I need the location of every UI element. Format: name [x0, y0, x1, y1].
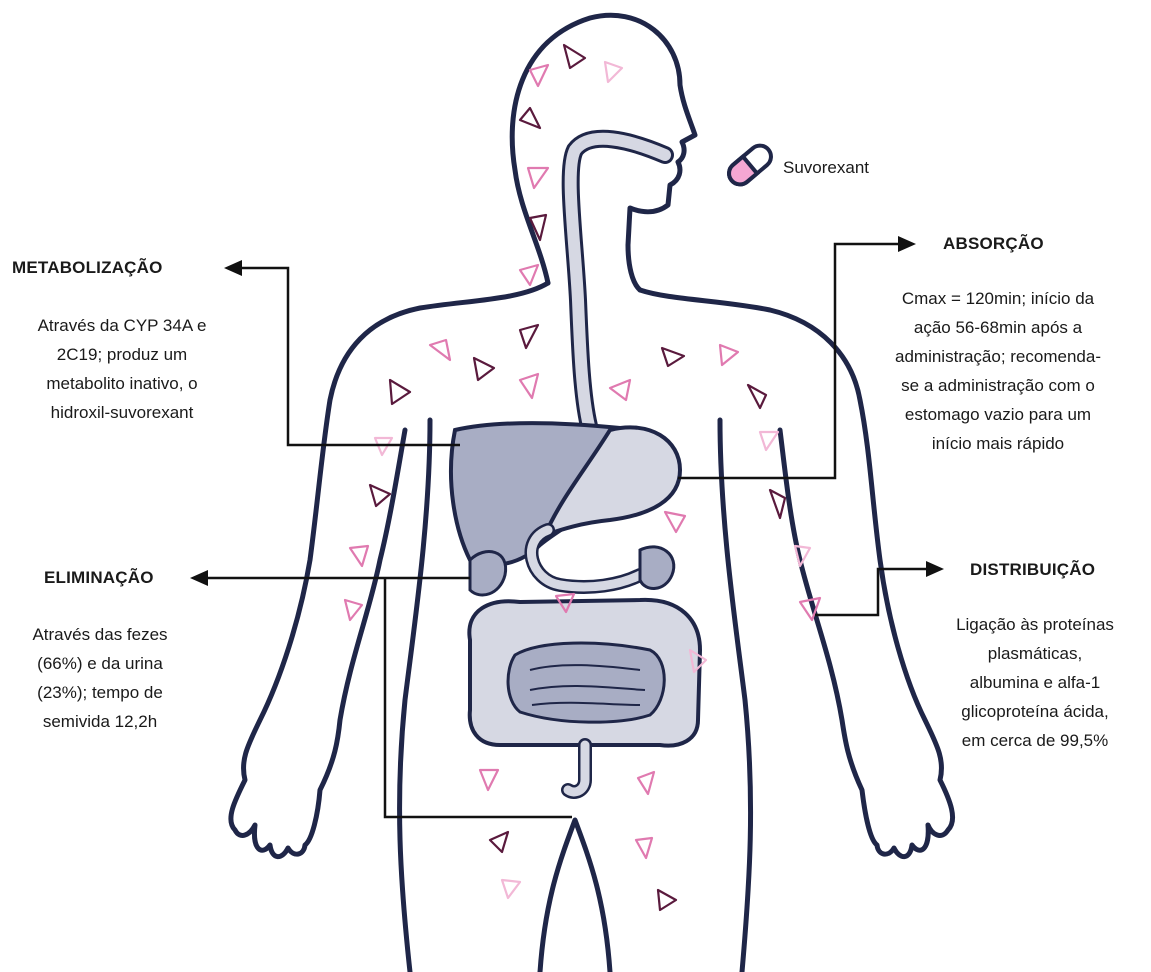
absorption-line: início mais rápido	[848, 429, 1148, 458]
absorption-line: Cmax = 120min; início da	[848, 284, 1148, 313]
arrow-left-elimination	[190, 570, 208, 586]
absorption-description: Cmax = 120min; início da ação 56-68min a…	[848, 284, 1148, 458]
absorption-line: ação 56-68min após a	[848, 313, 1148, 342]
arrow-right-distribution	[926, 561, 944, 577]
absorption-line: estomago vazio para um	[848, 400, 1148, 429]
absorption-title: ABSORÇÃO	[943, 234, 1044, 254]
arrow-right-absorption	[898, 236, 916, 252]
drug-name-label: Suvorexant	[783, 158, 869, 178]
metabolism-line: hidroxil-suvorexant	[0, 398, 244, 427]
metabolism-line: Através da CYP 34A e	[0, 311, 244, 340]
small-intestine	[508, 643, 664, 722]
elimination-line: (23%); tempo de	[0, 678, 200, 707]
distribution-line: em cerca de 99,5%	[920, 726, 1150, 755]
metabolism-line: 2C19; produz um	[0, 340, 244, 369]
distribution-title: DISTRIBUIÇÃO	[970, 560, 1095, 580]
arrow-left-metabolism	[224, 260, 242, 276]
distribution-line: plasmáticas,	[920, 639, 1150, 668]
right-kidney	[640, 547, 674, 589]
capsule-icon	[725, 141, 776, 189]
elimination-description: Através das fezes (66%) e da urina (23%)…	[0, 620, 200, 736]
absorption-line: se a administração com o	[848, 371, 1148, 400]
elimination-line: (66%) e da urina	[0, 649, 200, 678]
distribution-description: Ligação às proteínas plasmáticas, albumi…	[920, 610, 1150, 755]
elimination-line: Através das fezes	[0, 620, 200, 649]
metabolism-description: Através da CYP 34A e 2C19; produz um met…	[0, 311, 244, 427]
left-kidney	[470, 552, 506, 595]
absorption-line: administração; recomenda-	[848, 342, 1148, 371]
metabolism-title: METABOLIZAÇÃO	[12, 258, 163, 278]
distribution-line: albumina e alfa-1	[920, 668, 1150, 697]
elimination-title: ELIMINAÇÃO	[44, 568, 154, 588]
distribution-line: glicoproteína ácida,	[920, 697, 1150, 726]
elimination-line: semivida 12,2h	[0, 707, 200, 736]
distribution-line: Ligação às proteínas	[920, 610, 1150, 639]
metabolism-line: metabolito inativo, o	[0, 369, 244, 398]
connector-arrowheads	[190, 236, 944, 586]
